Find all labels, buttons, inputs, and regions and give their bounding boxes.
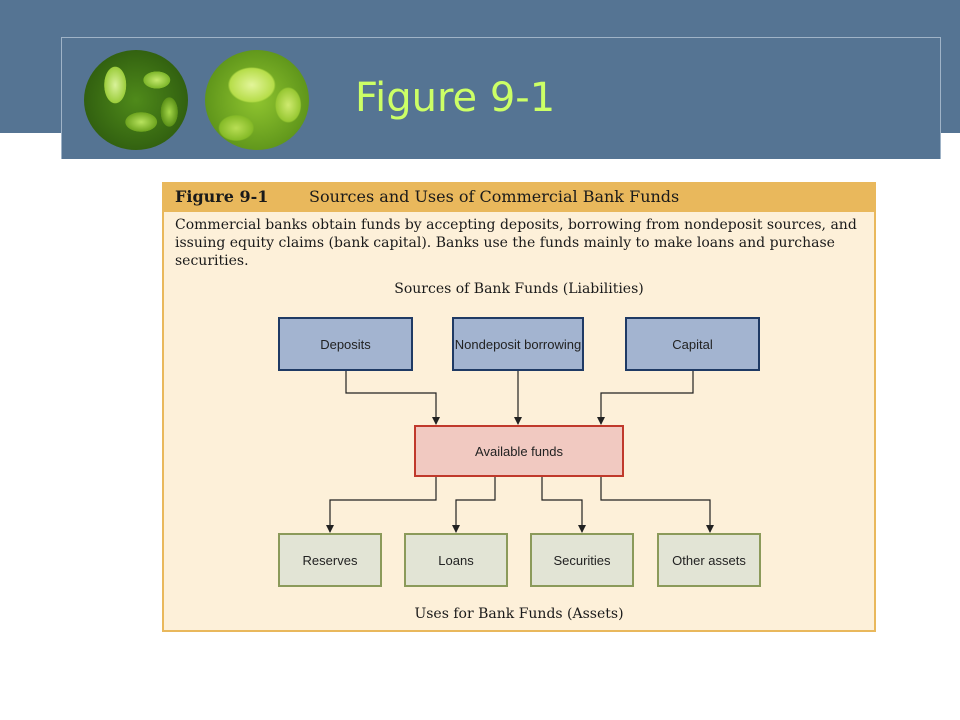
leaf-photo-left bbox=[84, 50, 188, 150]
arrow-deposits-to-funds bbox=[345, 371, 440, 425]
node-deposits: Deposits bbox=[278, 317, 413, 371]
uses-heading: Uses for Bank Funds (Assets) bbox=[414, 606, 624, 622]
slide-title: Figure 9-1 bbox=[355, 75, 556, 121]
node-reserves: Reserves bbox=[278, 533, 382, 587]
node-capital: Capital bbox=[625, 317, 760, 371]
arrow-funds-to-reserves bbox=[326, 477, 437, 533]
node-securities: Securities bbox=[530, 533, 634, 587]
node-loans: Loans bbox=[404, 533, 508, 587]
figure-panel: Figure 9-1 Sources and Uses of Commercia… bbox=[162, 182, 876, 632]
node-nondeposit-borrowing: Nondeposit borrowing bbox=[452, 317, 584, 371]
figure-title: Sources and Uses of Commercial Bank Fund… bbox=[309, 187, 680, 206]
node-other-assets: Other assets bbox=[657, 533, 761, 587]
figure-header-bar: Figure 9-1 Sources and Uses of Commercia… bbox=[164, 184, 874, 212]
arrow-funds-to-loans bbox=[452, 477, 496, 533]
figure-label: Figure 9-1 bbox=[175, 187, 269, 206]
node-available-funds: Available funds bbox=[414, 425, 624, 477]
figure-caption: Commercial banks obtain funds by accepti… bbox=[175, 217, 857, 269]
arrow-funds-to-securities bbox=[541, 477, 586, 533]
arrow-funds-to-other-assets bbox=[600, 477, 714, 533]
arrow-capital-to-funds bbox=[597, 371, 694, 425]
sources-heading: Sources of Bank Funds (Liabilities) bbox=[394, 281, 644, 297]
flow-connectors bbox=[326, 371, 714, 533]
leaf-photo-right bbox=[205, 50, 309, 150]
